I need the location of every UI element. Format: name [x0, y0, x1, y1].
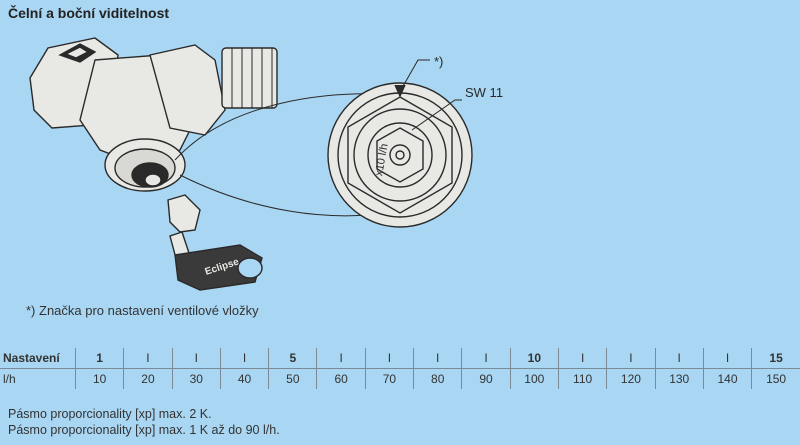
flow-cell: 30 [171, 368, 221, 389]
flow-cell: 120 [606, 368, 656, 389]
dial-text: x10 l/h [373, 143, 390, 177]
page-title: Čelní a boční viditelnost [8, 5, 170, 21]
valve-illustration: Eclipse x10 l/h *) SW 11 [29, 37, 503, 291]
detail-view: x10 l/h [327, 82, 473, 228]
setting-cell: I [364, 348, 414, 369]
flow-cell: 10 [74, 368, 124, 389]
flow-cell: 90 [461, 368, 511, 389]
note-line: Pásmo proporcionality [xp] max. 1 K až d… [8, 423, 280, 437]
footnote-text: *) Značka pro nastavení ventilové vložky [26, 303, 259, 318]
flow-cell: 130 [654, 368, 704, 389]
setting-cell: I [702, 348, 752, 369]
annotations [401, 59, 462, 131]
flow-cell: 60 [316, 368, 366, 389]
setting-cell: I [171, 348, 221, 369]
flow-cell: 100 [509, 368, 559, 389]
flow-cell: 110 [557, 368, 607, 389]
flow-cell: 40 [219, 368, 269, 389]
setting-cell: I [557, 348, 607, 369]
flow-cell: 150 [751, 368, 800, 389]
setting-cell: I [316, 348, 366, 369]
setting-cell: I [606, 348, 656, 369]
setting-cell: 1 [74, 348, 124, 369]
setting-cell: 10 [509, 348, 559, 369]
sw-label: SW 11 [465, 85, 503, 100]
flow-cell: 50 [268, 368, 317, 389]
flow-cell: 20 [123, 368, 173, 389]
setting-cell: I [219, 348, 269, 369]
flow-cell: 80 [413, 368, 462, 389]
flow-cell: 70 [364, 368, 414, 389]
note-line: Pásmo proporcionality [xp] max. 2 K. [8, 407, 212, 421]
setting-key: Eclipse [167, 194, 263, 291]
flow-cell: 140 [702, 368, 752, 389]
setting-cell: 15 [751, 348, 800, 369]
footnote-marker: *) [434, 54, 443, 69]
notes: Pásmo proporcionality [xp] max. 2 K. Pás… [8, 406, 280, 438]
setting-cell: I [413, 348, 462, 369]
row-header-setting: Nastavení [0, 348, 76, 369]
row-header-flow: l/h [3, 372, 16, 386]
setting-cell: 5 [268, 348, 317, 369]
setting-cell: I [461, 348, 511, 369]
setting-cell: I [123, 348, 173, 369]
valve-body [29, 37, 278, 192]
setting-cell: I [654, 348, 704, 369]
